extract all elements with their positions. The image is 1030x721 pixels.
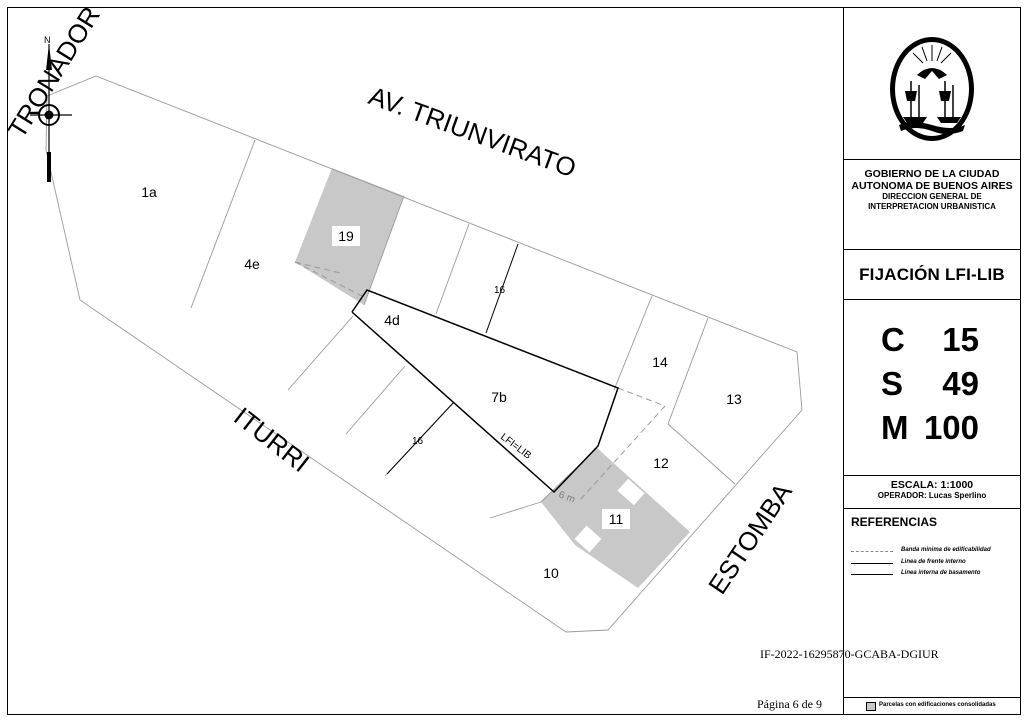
catastro-row-m: M 100: [843, 406, 1021, 450]
parcel-label-4d: 4d: [384, 312, 400, 328]
title-box: FIJACIÓN LFI-LIB: [843, 249, 1021, 299]
dept-line-2: INTERPRETACION URBANISTICA: [868, 202, 996, 211]
ref-solid-line-2: [851, 574, 893, 575]
parcel-label-11: 11: [609, 511, 624, 527]
ref-basamento: Linea interna de basamento: [851, 570, 1016, 580]
fijacion-title: FIJACIÓN LFI-LIB: [859, 265, 1005, 284]
parcel-19-label-box: [332, 226, 360, 246]
parcel-11-label-box: [602, 509, 630, 529]
catastro-value-s: 49: [942, 365, 979, 402]
catastro-box: C 15 S 49 M 100: [843, 299, 1021, 475]
parcel-label-14: 14: [652, 354, 668, 370]
frente-interno-lines: [351, 289, 619, 494]
ref-dashed-line: [851, 551, 893, 552]
parcel-label-4e: 4e: [244, 256, 260, 272]
catastro-value-c: 15: [942, 321, 979, 358]
government-box: GOBIERNO DE LA CIUDAD AUTONOMA DE BUENOS…: [843, 159, 1021, 249]
coat-of-arms-box: [843, 7, 1021, 159]
info-panel: [843, 7, 1021, 715]
ref-label-basamento: Linea interna de basamento: [901, 570, 981, 576]
north-arrow-icon: N: [30, 35, 72, 182]
block-outline: [45, 75, 803, 633]
parcel-label-12: 12: [653, 455, 669, 471]
gov-line-1: GOBIERNO DE LA CIUDAD: [864, 168, 1000, 180]
cadastral-map: 1a 4e 19 4d 7b 14 13 12 11 10 16 16 6 m …: [2, 1, 803, 633]
page-number: Página 6 de 9: [757, 697, 822, 711]
catastro-letter-s: S: [881, 365, 904, 402]
legend-consolidadas: Parcelas con edificaciones consolidadas: [866, 701, 1016, 711]
consolidadas-swatch: [866, 702, 876, 711]
street-estomba: ESTOMBA: [702, 477, 798, 599]
parcel-label-13: 13: [726, 391, 742, 407]
parcel-label-7b: 7b: [491, 389, 507, 405]
street-av-triunvirato: AV. TRIUNVIRATO: [365, 80, 580, 183]
gov-line-2: AUTONOMA DE BUENOS AIRES: [851, 180, 1013, 192]
dimension-label-2: 16: [412, 436, 424, 447]
escala-box: ESCALA: 1:1000 OPERADOR: Lucas Sperlino: [843, 475, 1021, 508]
banda-minima-lines: [294, 261, 666, 501]
ref-banda-minima: Banda minima de edificabilidad: [851, 547, 1016, 557]
operador-text: OPERADOR: Lucas Sperlino: [877, 491, 987, 500]
referencias-title: REFERENCIAS: [851, 515, 938, 529]
street-tronador: TRONADOR: [2, 1, 106, 143]
dimension-line-1: [485, 243, 519, 334]
street-iturri: ITURRI: [228, 401, 315, 478]
catastro-letter-c: C: [881, 321, 905, 358]
ref-solid-line-1: [851, 563, 893, 564]
coat-of-arms-icon: [890, 37, 974, 141]
consolidadas-label: Parcelas con edificaciones consolidadas: [879, 702, 996, 708]
parcel-11-notch-b: [574, 525, 602, 553]
ref-label-banda: Banda minima de edificabilidad: [901, 547, 991, 553]
parcel-11-notch-a: [617, 478, 645, 506]
parcel-label-1a: 1a: [141, 184, 157, 200]
dimension-label-3: 6 m: [557, 489, 576, 505]
catastro-row-c: C 15: [843, 318, 1021, 362]
dimension-label-1: 16: [494, 285, 506, 296]
referencias-box: REFERENCIAS Banda minima de edificabilid…: [843, 508, 1021, 598]
parcel-label-10: 10: [543, 565, 559, 581]
ref-frente-interno: Linea de frente interno: [851, 559, 1016, 569]
north-label: N: [44, 35, 51, 45]
document-id: IF-2022-16295870-GCABA-DGIUR: [760, 647, 939, 661]
dept-line-1: DIRECCION GENERAL DE: [882, 192, 982, 201]
escala-text: ESCALA: 1:1000: [890, 479, 974, 491]
ref-label-frente: Linea de frente interno: [901, 559, 966, 565]
dimension-line-2: [386, 401, 455, 475]
catastro-value-m: 100: [923, 409, 979, 446]
catastro-letter-m: M: [881, 409, 909, 446]
catastro-row-s: S 49: [843, 362, 1021, 406]
bottom-line: [843, 697, 1021, 698]
parcel-label-19: 19: [338, 228, 354, 244]
